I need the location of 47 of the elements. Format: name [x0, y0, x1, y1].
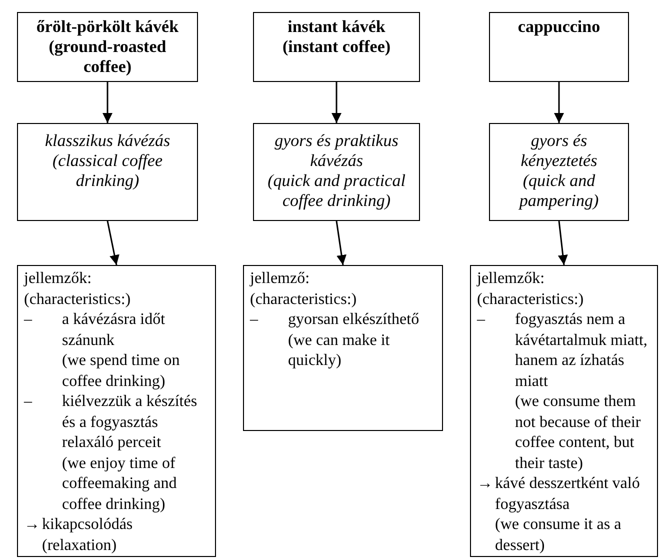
node-text: (relaxation) [42, 536, 118, 556]
characteristics-box [243, 265, 443, 431]
node-text: (quick and pampering) [518, 171, 600, 211]
node-text: kávé desszertként való fogyasztása [495, 474, 641, 514]
node-text: fogyasztás nem a kávétartalmuk miatt, hanem az ízhatás miatt [515, 310, 648, 392]
style-box [17, 123, 198, 221]
node-text: (we consume them not because of their coffee content, but their taste) [515, 392, 642, 474]
node-text: (we consume it as a dessert) [495, 515, 622, 556]
list-marker: – [24, 310, 32, 330]
node-text: instant kávék (instant coffee) [281, 17, 392, 57]
arrow [332, 82, 342, 123]
node-text: (characteristics:) [477, 290, 585, 310]
characteristics-box [17, 265, 216, 557]
node-text: (characteristics:) [250, 290, 358, 310]
list-marker: – [24, 392, 32, 412]
list-marker: – [250, 310, 258, 330]
list-marker: – [477, 310, 485, 330]
node-text: (we can make it quickly) [288, 330, 391, 371]
node-text: (quick and practical coffee drinking) [266, 171, 406, 211]
node-text: klasszikus kávézás (classical coffee drinking) [44, 131, 172, 191]
arrow [558, 220, 568, 266]
node-text: jellemző: [250, 269, 311, 289]
style-box [489, 123, 629, 221]
node-text: jellemzők: [24, 269, 93, 289]
list-marker: → [24, 515, 40, 535]
node-text: jellemzők: [477, 269, 546, 289]
arrow [336, 220, 346, 266]
node-text: (characteristics:) [24, 290, 132, 310]
node-text: kikapcsolódás [42, 515, 134, 535]
node-text: gyors és kényeztetés [520, 131, 598, 171]
arrow [102, 82, 112, 123]
node-text: (we enjoy time of coffeemaking and coffee drinking) [62, 454, 178, 514]
list-marker: → [477, 474, 493, 494]
characteristics-box [470, 265, 658, 557]
node-text: kiélvezzük a készítés és a fogyasztás relaxáló perceit [62, 392, 198, 453]
node-text: őrölt-pörkölt kávék (ground-roasted coffee) [35, 17, 180, 77]
arrow [106, 220, 120, 266]
node-text: gyorsan elkészíthető [288, 310, 420, 330]
category-box [489, 12, 629, 82]
arrow [554, 82, 564, 123]
node-text: (we spend time on coffee drinking) [62, 351, 181, 392]
node-text: a kávézásra időt szánunk [62, 310, 166, 350]
node-text: gyors és praktikus kávézás [274, 131, 400, 171]
category-box [253, 12, 420, 82]
category-box [17, 12, 198, 82]
style-box [253, 123, 420, 221]
node-text: cappuccino [516, 17, 602, 37]
